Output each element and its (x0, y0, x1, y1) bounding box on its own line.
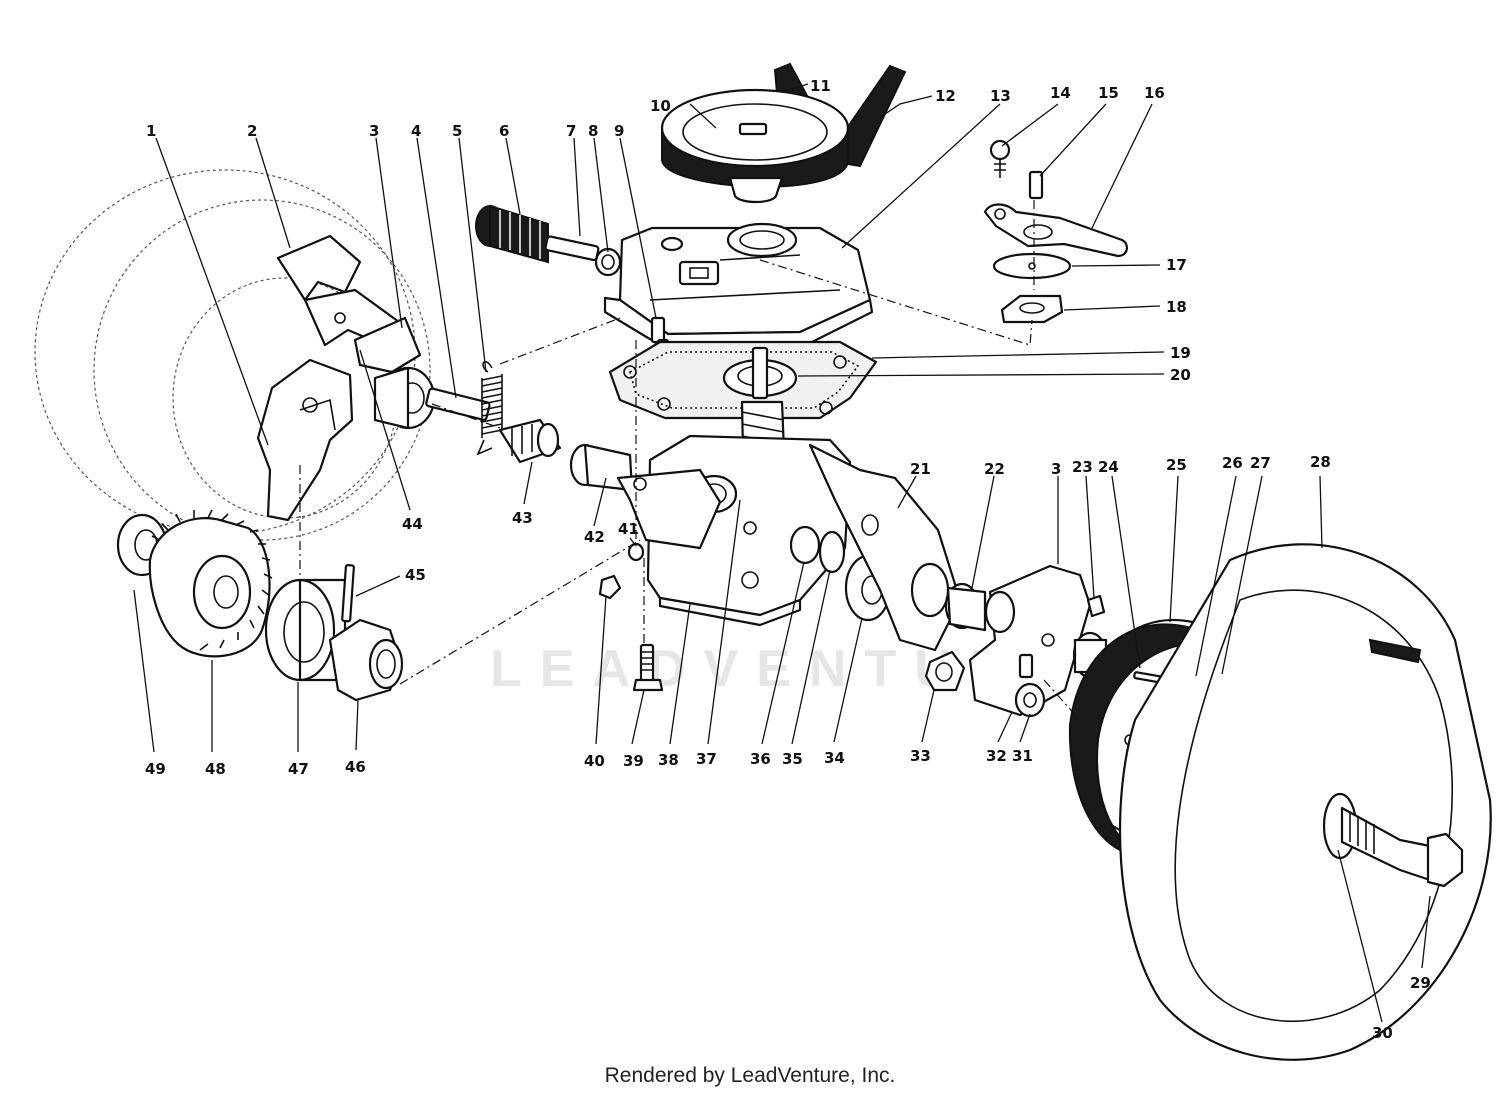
callout-23: 23 (1072, 458, 1093, 476)
callout-34: 34 (824, 749, 845, 767)
part-3-bracket-left (353, 316, 422, 374)
callout-32: 32 (986, 747, 1007, 765)
part-48-gear (148, 509, 273, 658)
callout-45: 45 (405, 566, 426, 584)
callout-21: 21 (910, 460, 931, 478)
callout-2: 2 (247, 122, 257, 140)
part-17-washer (992, 252, 1072, 280)
callout-18: 18 (1166, 298, 1187, 316)
part-36-bearing (789, 525, 821, 565)
part-5-spring (476, 360, 503, 456)
callout-48: 48 (205, 760, 226, 778)
part-21-arm (808, 443, 962, 652)
callout-7: 7 (566, 122, 576, 140)
callout-19: 19 (1170, 344, 1191, 362)
part-43-shift-rod (498, 418, 562, 464)
part-35-washer (818, 530, 846, 574)
callout-12: 12 (935, 87, 956, 105)
callout-44: 44 (402, 515, 423, 533)
part-13-cover (603, 222, 874, 352)
callout-24: 24 (1098, 458, 1119, 476)
callout-29: 29 (1410, 974, 1431, 992)
callout-17: 17 (1166, 256, 1187, 274)
part-44-bearing-axle (373, 366, 491, 430)
callout-47: 47 (288, 760, 309, 778)
callout-11: 11 (810, 77, 831, 95)
part-31-washer (1014, 682, 1046, 718)
callout-3b: 3 (1051, 460, 1061, 478)
callout-9: 9 (614, 122, 624, 140)
callout-36: 36 (750, 750, 771, 768)
callout-39: 39 (623, 752, 644, 770)
callout-25: 25 (1166, 456, 1187, 474)
part-1-lever-fork (256, 358, 354, 522)
callout-1: 1 (146, 122, 156, 140)
leader-lines (133, 83, 1431, 1023)
callout-26: 26 (1222, 454, 1243, 472)
callout-4: 4 (411, 122, 421, 140)
callout-13: 13 (990, 87, 1011, 105)
assembly-lines (299, 200, 1079, 719)
callout-33: 33 (910, 747, 931, 765)
callout-15: 15 (1098, 84, 1119, 102)
callout-37: 37 (696, 750, 717, 768)
part-23-screw (1086, 594, 1106, 618)
callout-6: 6 (499, 122, 509, 140)
part-33-nut (924, 650, 966, 692)
part-40-screw (598, 574, 622, 600)
part-42-bearing (569, 443, 722, 550)
callout-14: 14 (1050, 84, 1071, 102)
callout-28: 28 (1310, 453, 1331, 471)
part-18-plate (1000, 294, 1064, 324)
part-10-pulley (660, 88, 850, 204)
callout-10: 10 (650, 97, 671, 115)
part-15-pin (1028, 170, 1044, 200)
part-6-spring (475, 204, 549, 264)
part-16-lever (983, 203, 1128, 258)
callouts: 1 2 3 4 5 6 7 8 9 10 11 12 13 14 15 16 1… (145, 77, 1431, 1042)
part-41-nut (627, 542, 645, 562)
footer-credit: Rendered by LeadVenture, Inc. (604, 1064, 896, 1087)
part-8-collar (594, 247, 622, 277)
callout-40: 40 (584, 752, 605, 770)
callout-3: 3 (369, 122, 379, 140)
part-14-screw (989, 139, 1011, 178)
callout-43: 43 (512, 509, 533, 527)
part-45-pin (341, 564, 355, 623)
part-22-bushing (944, 582, 987, 632)
callout-27: 27 (1250, 454, 1271, 472)
callout-38: 38 (658, 751, 679, 769)
part-46-collar (328, 618, 404, 702)
callout-8: 8 (588, 122, 598, 140)
part-39-bolt (632, 643, 664, 692)
callout-49: 49 (145, 760, 166, 778)
callout-42: 42 (584, 528, 605, 546)
callout-35: 35 (782, 750, 803, 768)
callout-41: 41 (618, 520, 639, 538)
callout-20: 20 (1170, 366, 1191, 384)
part-28-wheel (1118, 543, 1492, 1061)
callout-31: 31 (1012, 747, 1033, 765)
part-7-rod (544, 235, 600, 262)
callout-22: 22 (984, 460, 1005, 478)
part-29-bolt (1340, 806, 1464, 888)
callout-16: 16 (1144, 84, 1165, 102)
callout-30: 30 (1372, 1024, 1393, 1042)
callout-5: 5 (452, 122, 462, 140)
callout-46: 46 (345, 758, 366, 776)
